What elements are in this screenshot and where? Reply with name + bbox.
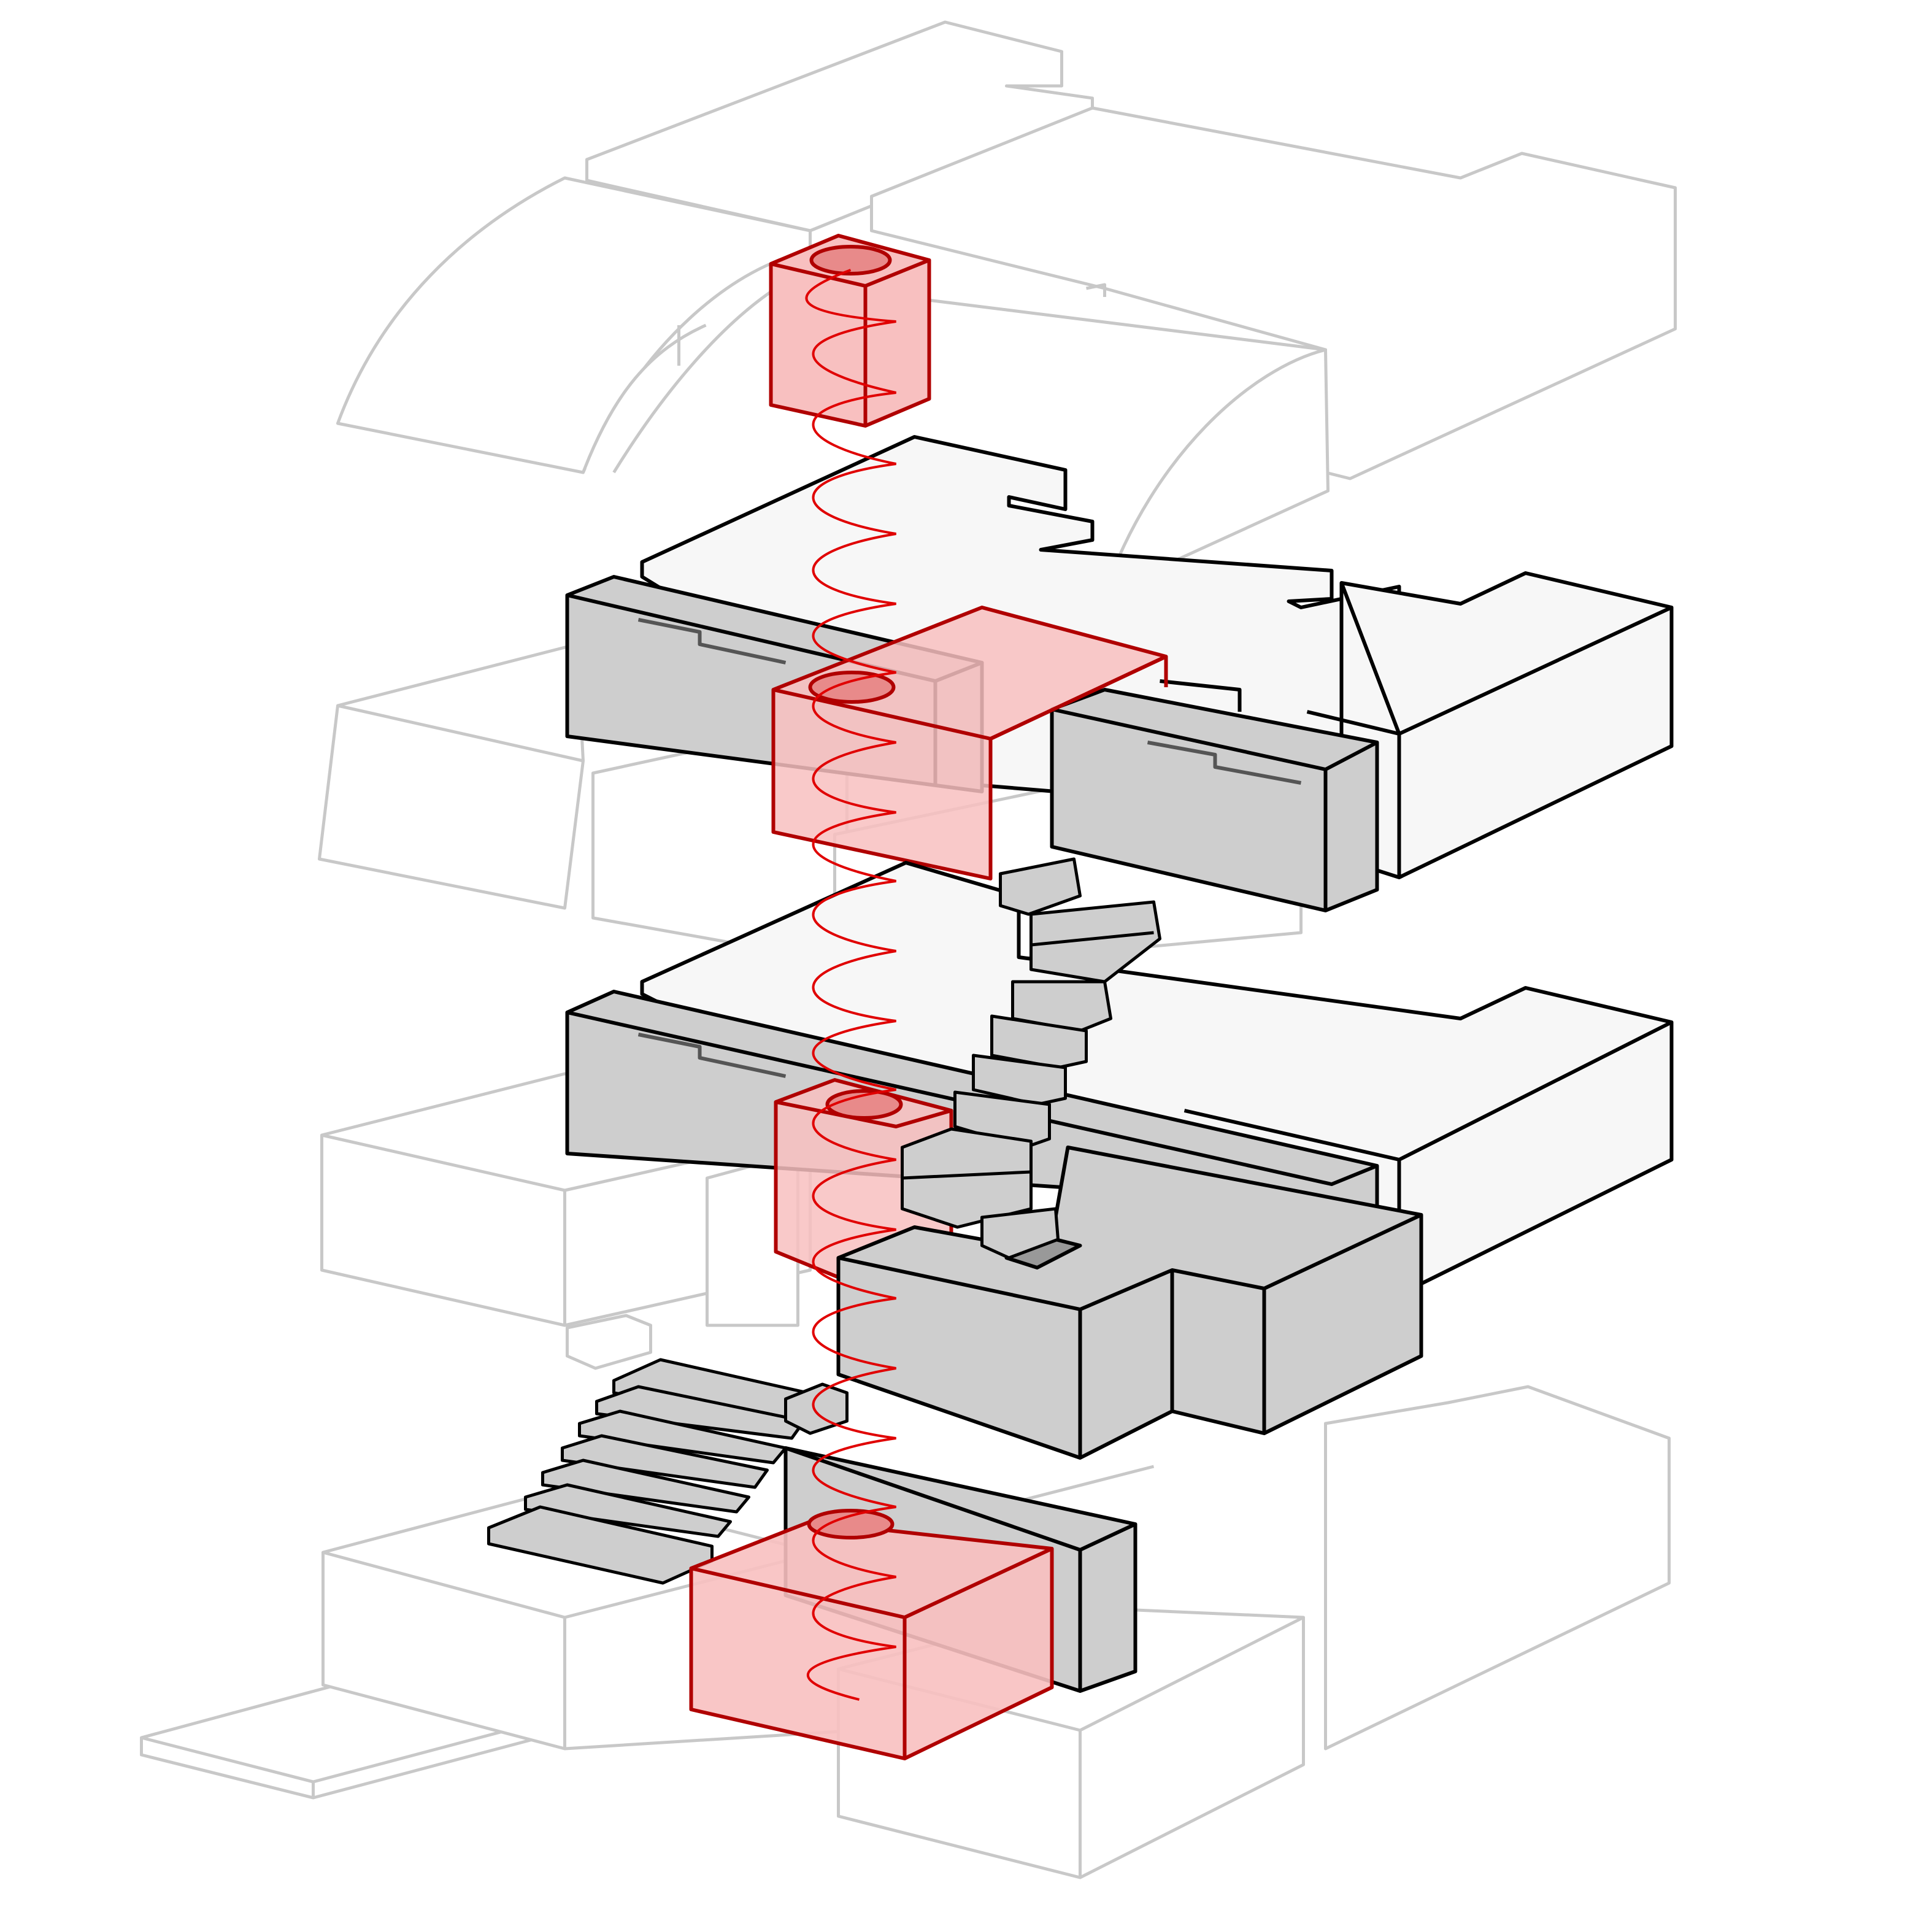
red-shaft-bottom xyxy=(689,1509,1054,1760)
spiral-helix xyxy=(805,269,896,1701)
spiral-stair xyxy=(901,857,1161,1260)
straight-stair xyxy=(487,1358,849,1585)
